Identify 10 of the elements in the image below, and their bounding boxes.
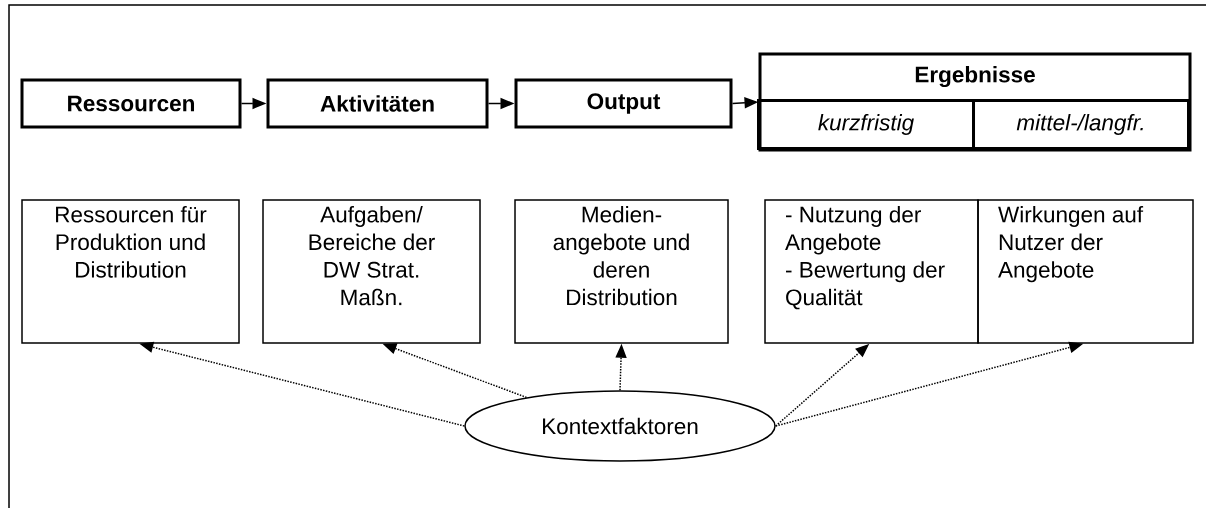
table-cell: kurzfristig <box>757 99 975 150</box>
description-box: Aufgaben/ Bereiche der DW Strat. Maßn. <box>262 199 481 344</box>
stage-box: Output <box>514 78 733 129</box>
table-cell: mittel-/langfr. <box>972 99 1190 150</box>
stage-box: Ressourcen <box>20 78 242 129</box>
description-box: Medien- angebote und deren Distribution <box>514 199 729 344</box>
description-box: Wirkungen auf Nutzer der Angebote <box>977 199 1194 344</box>
description-box: Ressourcen für Produktion und Distribution <box>21 199 240 344</box>
description-box: - Nutzung der Angebote - Bewertung der Qualität <box>764 199 979 344</box>
stage-box: Aktivitäten <box>266 78 489 129</box>
